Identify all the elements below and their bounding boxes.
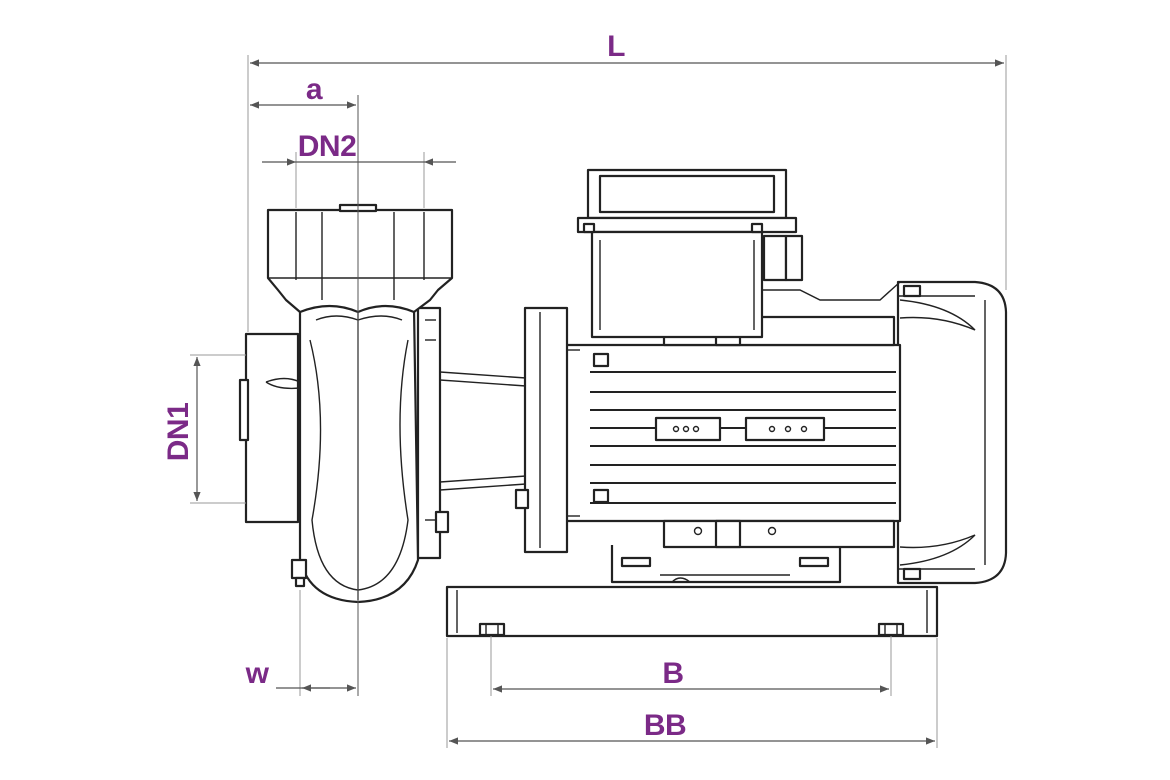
dimension-DN1: DN1: [162, 357, 201, 501]
base-bolt-left: [478, 622, 506, 637]
motor-body: [562, 315, 902, 549]
motor-flange: [514, 306, 569, 554]
dimension-w-label: w: [245, 657, 270, 690]
base-plate: [445, 585, 939, 638]
base-bolt-right: [877, 622, 905, 637]
fan-cover: [896, 280, 1008, 585]
dimension-BB: BB: [449, 709, 935, 745]
dimension-w: w: [245, 657, 356, 692]
dimension-BB-label: BB: [644, 709, 686, 742]
dimension-DN1-label: DN1: [162, 403, 195, 462]
pump-volute: [290, 301, 420, 604]
dimension-L: L: [250, 30, 1004, 67]
extension-lines: [190, 55, 1007, 748]
dimension-L-label: L: [607, 30, 625, 63]
bearing-bracket: [416, 306, 450, 560]
motor-feet: [610, 545, 842, 584]
dimension-a-label: a: [306, 73, 323, 106]
dimension-a: a: [250, 73, 356, 109]
dimension-DN2: DN2: [262, 130, 456, 166]
terminal-box: [576, 168, 901, 339]
tie-rods: [439, 371, 527, 491]
dimension-B-label: B: [662, 657, 683, 690]
dimension-B: B: [493, 657, 889, 693]
dimension-DN2-label: DN2: [298, 130, 357, 163]
suction-cover: [238, 332, 301, 524]
discharge-port: [266, 203, 454, 314]
